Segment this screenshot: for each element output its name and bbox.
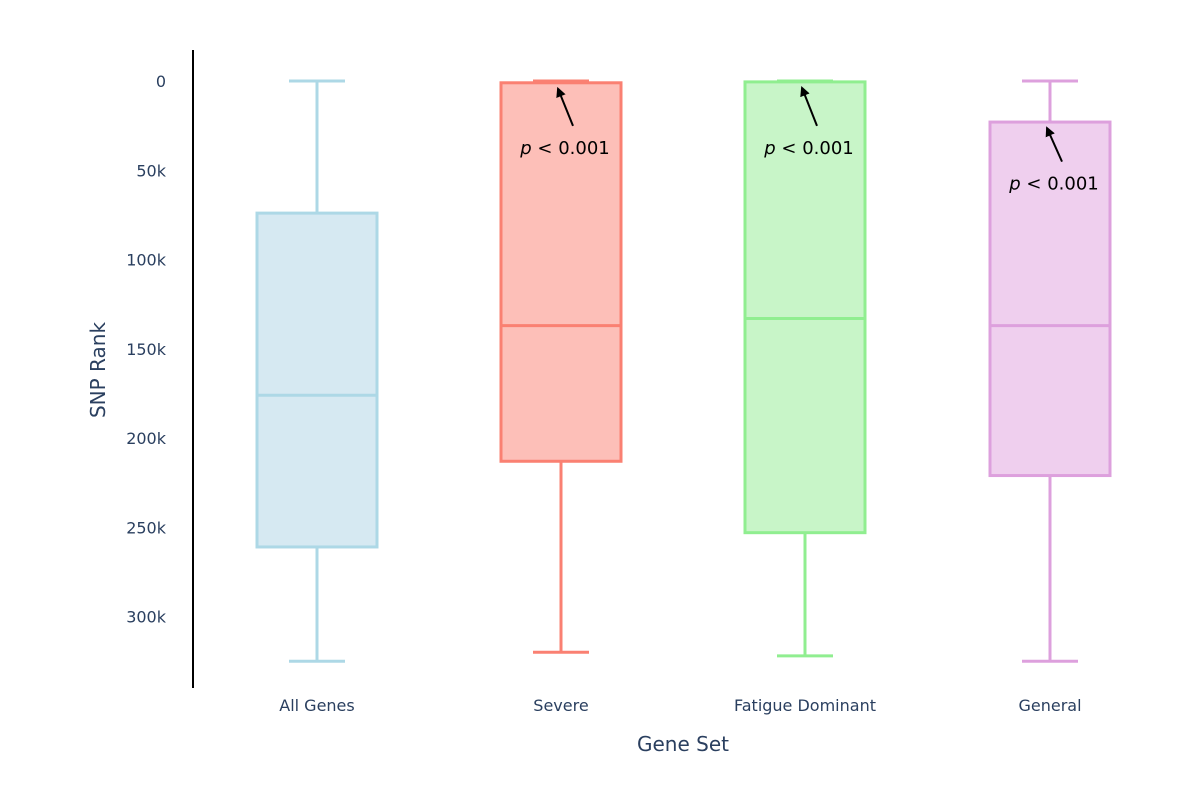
- x-tick-label: Fatigue Dominant: [734, 696, 876, 715]
- box-general: [988, 120, 1112, 478]
- x-tick-label: All Genes: [279, 696, 354, 715]
- box-fatigue-dominant: [743, 80, 867, 535]
- y-tick-label: 100k: [126, 251, 167, 270]
- annotation-label-fatigue-dominant: p < 0.001: [763, 138, 854, 159]
- annotation-arrow-fatigue-dominant: [800, 86, 818, 127]
- box-severe: [499, 81, 623, 463]
- y-tick-label: 250k: [126, 518, 167, 537]
- annotation-label-general: p < 0.001: [1008, 174, 1099, 195]
- x-tick-label: Severe: [533, 696, 588, 715]
- y-axis-title: SNP Rank: [86, 322, 110, 418]
- y-tick-label: 50k: [136, 161, 166, 180]
- y-tick-label: 150k: [126, 340, 167, 359]
- y-tick-label: 0: [156, 72, 166, 91]
- y-tick-label: 300k: [126, 608, 167, 627]
- box-all-genes: [255, 211, 379, 549]
- y-tick-label: 200k: [126, 429, 167, 448]
- plot-layer: p < 0.001 p < 0.001 p < 0.001: [255, 79, 1112, 663]
- x-axis-title: Gene Set: [637, 732, 729, 756]
- annotation-label-severe: p < 0.001: [519, 138, 610, 159]
- annotation-arrow-general: [1045, 126, 1063, 163]
- x-tick-label: General: [1018, 696, 1081, 715]
- annotation-arrow-severe: [556, 86, 574, 127]
